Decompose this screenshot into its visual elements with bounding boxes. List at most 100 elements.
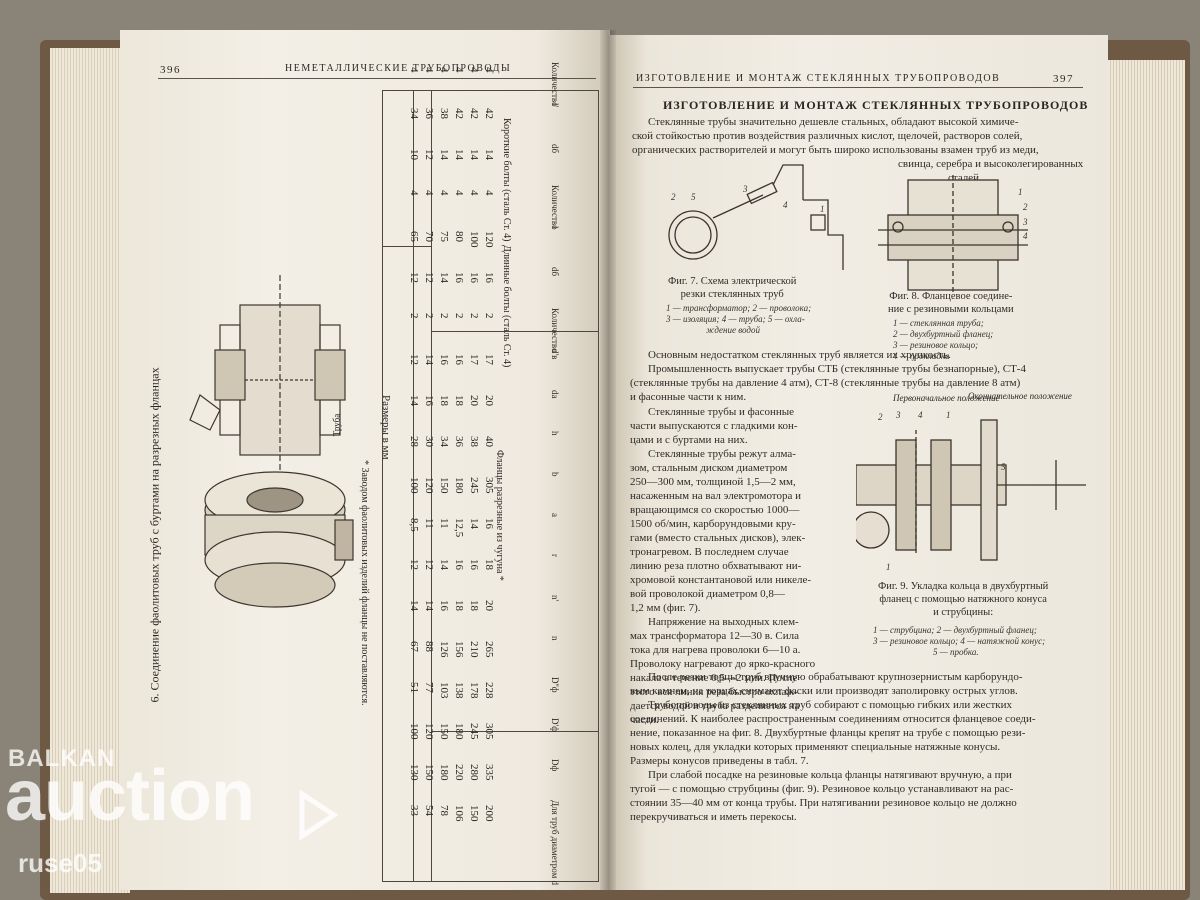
svg-text:2: 2 bbox=[878, 412, 883, 422]
body-b-line: дается водой и труба разделяется на bbox=[630, 700, 800, 712]
flange-joint-drawing bbox=[189, 275, 354, 608]
table-cell: 4 bbox=[453, 67, 465, 73]
left-running-head: НЕМЕТАЛЛИЧЕСКИЕ ТРУБОПРОВОДЫ bbox=[285, 63, 512, 74]
fig8-caption-line: ние с резиновыми кольцами bbox=[888, 304, 1014, 315]
table-cell: 12 bbox=[408, 354, 420, 365]
table-cell: 150 bbox=[438, 723, 450, 740]
watermark-balkan: BALKAN bbox=[8, 745, 116, 772]
table-col-header: h bbox=[550, 431, 560, 436]
table-cell: 42 bbox=[468, 108, 480, 119]
body-b-line: вой проволокой диаметром 0,8— bbox=[630, 588, 785, 600]
table-group-long-bolts: Длинные болты (сталь Ст. 4) bbox=[501, 245, 512, 368]
fig9-legend: 1 — струбцина; 2 — двухбуртный фланец; 3… bbox=[873, 625, 1045, 658]
body-c-line: При слабой посадке на резиновые кольца ф… bbox=[648, 769, 1012, 781]
fig9-caption-line: и струбцины: bbox=[933, 607, 994, 618]
table-group-short-bolts: Короткие болты (сталь Ст. 4) bbox=[501, 118, 512, 242]
body-b-line: тока для нагрева проволоки 6—10 а. bbox=[630, 644, 801, 656]
body-b-line: Проволоку нагревают до ярко-красного bbox=[630, 658, 816, 670]
table-cell: 120 bbox=[423, 477, 435, 494]
table-cell: 130 bbox=[408, 764, 420, 781]
table-cell: 14 bbox=[468, 518, 480, 529]
table-cell: 16 bbox=[423, 395, 435, 406]
fig8-caption-line: Фиг. 8. Фланцевое соедине- bbox=[889, 291, 1013, 302]
table-col-header: r bbox=[550, 554, 560, 557]
table-cell: 16 bbox=[453, 559, 465, 570]
svg-text:3: 3 bbox=[742, 184, 748, 194]
table-cell: 14 bbox=[483, 149, 495, 160]
table-cell: 150 bbox=[423, 764, 435, 781]
fig8-legend-line: 1 — стеклянная труба; bbox=[893, 318, 984, 328]
table-cell: 14 bbox=[423, 354, 435, 365]
svg-text:5: 5 bbox=[691, 192, 696, 202]
table-cell: 18 bbox=[438, 395, 450, 406]
table-cell: 100 bbox=[408, 477, 420, 494]
table-cell: 16 bbox=[468, 272, 480, 283]
flange-dimensions-table bbox=[382, 90, 599, 882]
table-cell: 40 bbox=[483, 436, 495, 447]
table-cell: 18 bbox=[483, 559, 495, 570]
table-cell: 4 bbox=[468, 67, 480, 73]
table-cell: 38 bbox=[468, 436, 480, 447]
table-col-header: Количество bbox=[550, 308, 560, 353]
table-cell: 138 bbox=[453, 682, 465, 699]
table-cell: 51 bbox=[408, 682, 420, 693]
body-a-line: Основным недостатком стеклянных труб явл… bbox=[648, 349, 951, 361]
table-cell: 280 bbox=[468, 764, 480, 781]
table-cell: 245 bbox=[468, 723, 480, 740]
table-cell: 80 bbox=[453, 231, 465, 242]
table-cell: 42 bbox=[453, 108, 465, 119]
table-cell: 14 bbox=[423, 600, 435, 611]
svg-text:5: 5 bbox=[1001, 462, 1006, 472]
table-cell: 11 bbox=[438, 518, 450, 529]
body-c-line: соединений. К наиболее распространенным … bbox=[630, 713, 1036, 725]
table-col-header: Количество bbox=[550, 62, 560, 107]
table-cell: 2 bbox=[423, 313, 435, 319]
table-cell: 88 bbox=[423, 641, 435, 652]
table-cell: 180 bbox=[453, 477, 465, 494]
page-edges-left bbox=[50, 48, 130, 893]
body-c-line: Трубопроводы из стеклянных труб собирают… bbox=[648, 699, 1013, 711]
table-col-header: D'ф bbox=[550, 718, 560, 732]
body-a-line: (стеклянные трубы на давление 4 атм), СТ… bbox=[630, 377, 1021, 389]
svg-text:1: 1 bbox=[946, 410, 951, 420]
right-header-rule bbox=[633, 87, 1083, 88]
table-cell: 150 bbox=[468, 805, 480, 822]
table-cell: 30 bbox=[423, 436, 435, 447]
figure-label-truba: Труба bbox=[331, 413, 342, 437]
fig9-label-initial: Первоначальное положение bbox=[893, 393, 1000, 403]
table-cell: 16 bbox=[483, 518, 495, 529]
body-b-line: 250—300 мм, толщиной 1,5—2 мм, bbox=[630, 476, 796, 488]
table-col-header: dб bbox=[550, 267, 560, 277]
table-cell: 120 bbox=[423, 723, 435, 740]
body-c-line: Размеры конусов приведены в табл. 7. bbox=[630, 755, 809, 767]
table-divider bbox=[383, 246, 431, 247]
watermark-ruse: ruse05 bbox=[18, 848, 102, 878]
table-cell: 20 bbox=[468, 395, 480, 406]
table-cell: 2 bbox=[483, 313, 495, 319]
table-cell: 33 bbox=[408, 805, 420, 816]
table-cell: 2 bbox=[468, 313, 480, 319]
left-page: 396 НЕМЕТАЛЛИЧЕСКИЕ ТРУБОПРОВОДЫ 6. Соед… bbox=[120, 30, 610, 890]
table-cell: 335 bbox=[483, 764, 495, 781]
table-col-header: a bbox=[550, 513, 560, 517]
watermark-arrow-icon bbox=[299, 790, 338, 840]
table-cell: 12 bbox=[423, 272, 435, 283]
table-divider bbox=[413, 91, 414, 881]
table-cell: 4 bbox=[438, 190, 450, 196]
table-cell: 34 bbox=[408, 108, 420, 119]
svg-text:2: 2 bbox=[1023, 202, 1028, 212]
table-cell: 4 bbox=[468, 190, 480, 196]
book-gutter bbox=[600, 30, 616, 890]
left-header-rule bbox=[158, 78, 596, 79]
table-cell: 178 bbox=[468, 682, 480, 699]
table-cell: 36 bbox=[453, 436, 465, 447]
table-cell: 4 bbox=[483, 67, 495, 73]
table-divider bbox=[431, 731, 598, 732]
table-cell: 180 bbox=[453, 723, 465, 740]
table-cell: 38 bbox=[438, 108, 450, 119]
fig7-caption: Фиг. 7. Схема электрической резки стекля… bbox=[668, 275, 796, 301]
svg-text:4: 4 bbox=[1023, 231, 1028, 241]
